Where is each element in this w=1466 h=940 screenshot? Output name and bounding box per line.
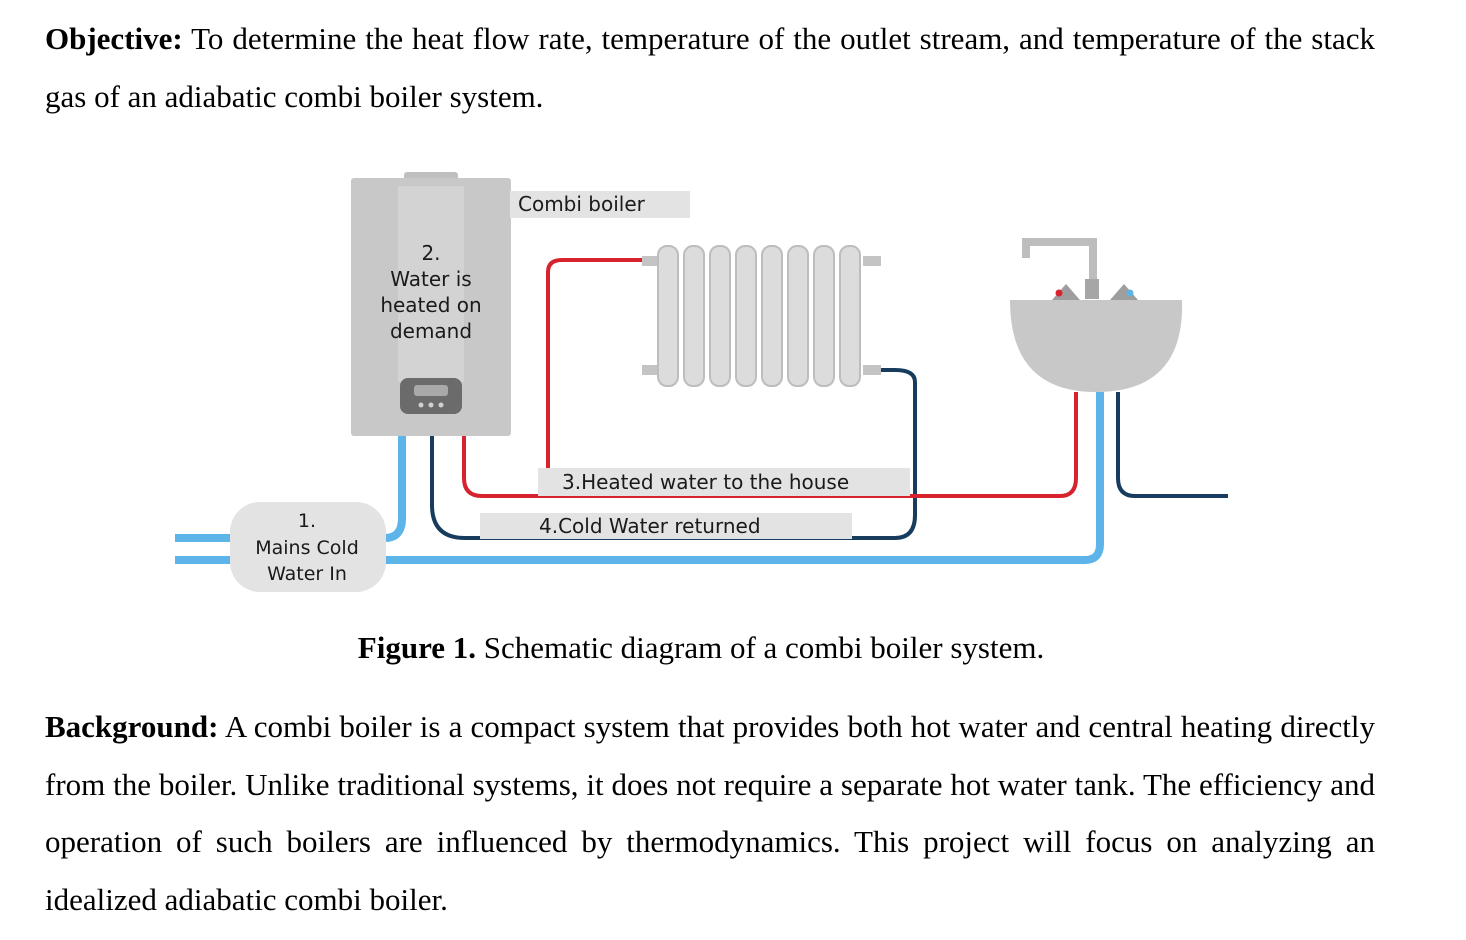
step2-line2: Water is [390,267,471,291]
combi-boiler-diagram: Combi boiler 2. Water is heated on deman… [175,172,1228,592]
sink-icon [1010,300,1183,392]
mains-supply-pipe [175,392,1104,564]
step3-label: 3.Heated water to the house [562,470,849,494]
objective-paragraph: Objective: To determine the heat flow ra… [45,10,1375,125]
objective-label: Objective: [45,21,183,56]
boiler-icon [351,172,511,436]
faucet-icon [1022,238,1138,300]
radiator-feed-pipe [546,258,656,496]
step2-line3: heated on [380,293,481,317]
step1-line1: 1. [298,510,316,532]
caption-label: Figure 1. [357,630,477,665]
figure-caption: Figure 1. Schematic diagram of a combi b… [0,626,1402,670]
step2-line4: demand [390,319,472,343]
caption-text: Schematic diagram of a combi boiler syst… [476,630,1045,665]
objective-text: To determine the heat flow rate, tempera… [45,21,1375,114]
sink-drain-pipe [1116,392,1228,498]
background-label: Background: [45,709,219,744]
boiler-label: Combi boiler [518,192,646,216]
radiator-icon [642,245,881,387]
step1-line2: Mains Cold [255,537,359,559]
step1-line3: Water In [267,563,347,585]
step4-label: 4.Cold Water returned [539,514,761,538]
step2-line1: 2. [421,241,440,265]
background-paragraph: Background: A combi boiler is a compact … [45,698,1375,928]
cold-return-pipe [430,368,917,540]
combi-boiler-figure: Combi boiler 2. Water is heated on deman… [170,160,1250,610]
background-text: A combi boiler is a compact system that … [45,709,1375,917]
